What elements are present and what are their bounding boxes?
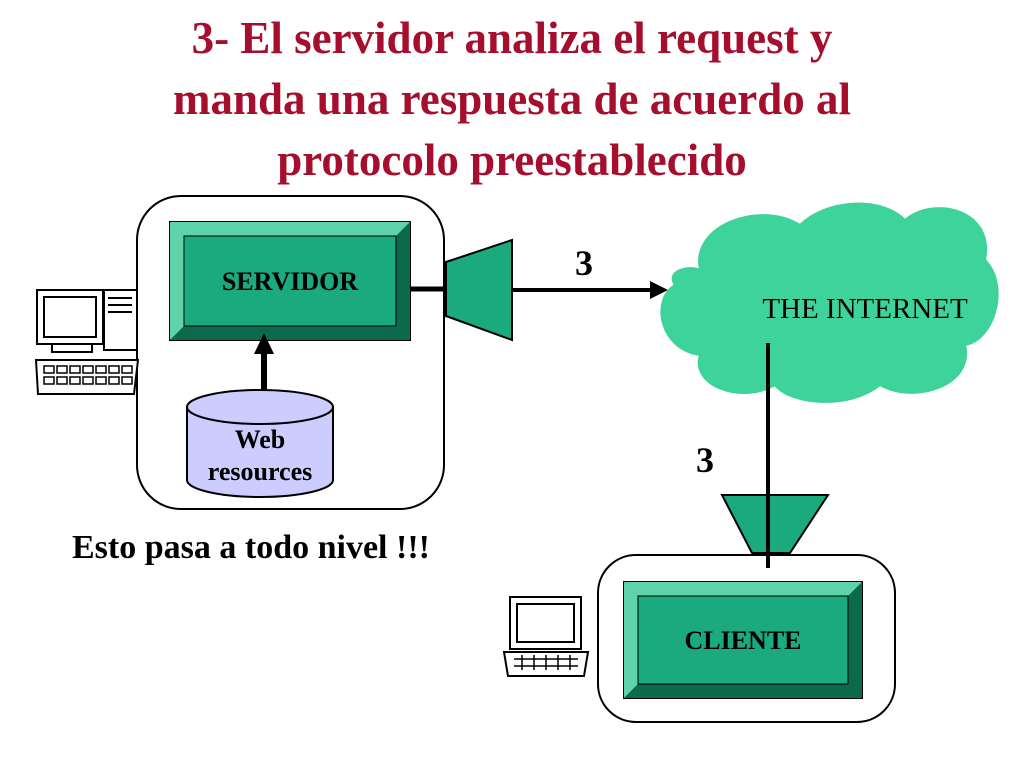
web-resources-cylinder: Web resources bbox=[186, 389, 334, 498]
server-label: SERVIDOR bbox=[222, 267, 359, 296]
title-line-1: 3- El servidor analiza el request y bbox=[191, 13, 833, 63]
desktop-computer-icon bbox=[34, 289, 140, 395]
internet-label: THE INTERNET bbox=[762, 293, 968, 325]
internet-cloud: THE INTERNET bbox=[660, 202, 999, 403]
step-number-side: 3 bbox=[696, 440, 714, 480]
step-number-top: 3 bbox=[575, 243, 593, 283]
page-title: 3- El servidor analiza el request y mand… bbox=[0, 8, 1024, 191]
resources-label-line-1: Web bbox=[235, 425, 286, 454]
client-label: CLIENTE bbox=[684, 626, 801, 655]
client-box: CLIENTE bbox=[623, 581, 863, 699]
laptop-computer-icon bbox=[502, 596, 590, 677]
note-text: Esto pasa a todo nivel !!! bbox=[72, 529, 430, 566]
server-box: SERVIDOR bbox=[169, 221, 411, 341]
title-line-2: manda una respuesta de acuerdo al bbox=[173, 74, 851, 124]
client-input-funnel bbox=[720, 494, 830, 554]
title-line-3: protocolo preestablecido bbox=[277, 135, 747, 185]
resources-label-line-2: resources bbox=[208, 457, 312, 486]
server-output-funnel bbox=[445, 238, 513, 342]
